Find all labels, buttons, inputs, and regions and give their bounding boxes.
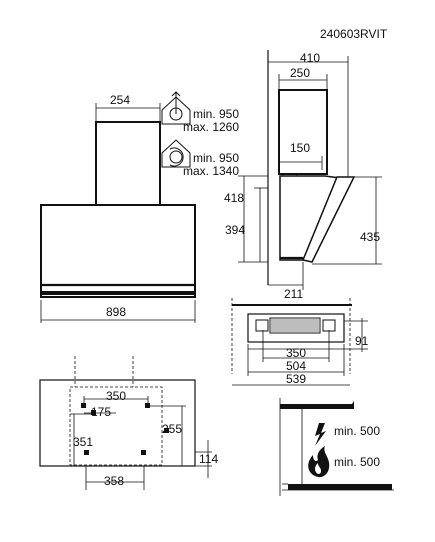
fixing-hood-outline	[39, 379, 196, 467]
front-view: 254 898	[40, 93, 196, 323]
dim-outlet-offset: 150	[290, 141, 310, 155]
extraction-max: max. 1260	[183, 120, 239, 134]
clearance-gas: min. 500	[334, 455, 380, 469]
clearance-hood	[280, 401, 354, 409]
gas-hob-icon	[308, 446, 330, 478]
dim-h-394: 394	[225, 223, 245, 237]
top-view-bracket-left	[255, 319, 269, 332]
side-view: 410 250 150 89 418 394 435	[224, 50, 382, 301]
dim-h-418: 418	[224, 191, 244, 205]
dim-bottom-depth: 211	[284, 287, 303, 301]
dim-top-91: 91	[355, 334, 369, 348]
dim-top-350: 350	[286, 346, 306, 360]
dim-fix-255: 255	[162, 422, 182, 436]
wall-fixing-view: 350 175 255 351 114 358	[39, 356, 218, 490]
recirculation-max: max. 1340	[183, 164, 239, 178]
top-view-bracket-right	[322, 319, 336, 332]
dim-hood-width: 898	[106, 305, 126, 319]
dim-total-depth: 410	[300, 51, 320, 65]
dim-h-435: 435	[360, 230, 380, 244]
side-glass-panel	[301, 176, 356, 263]
extraction-min: min. 950	[193, 107, 239, 121]
chimney	[95, 121, 161, 207]
clearance-hob	[288, 484, 392, 490]
dim-chimney-depth: 250	[290, 66, 310, 80]
hood-body	[40, 204, 196, 298]
dim-fix-358: 358	[104, 474, 124, 488]
top-view: 91 350 504 539	[231, 298, 369, 386]
dim-fix-350: 350	[106, 389, 126, 403]
doc-code: 240603RVIT	[320, 27, 388, 41]
dim-top-504: 504	[286, 359, 306, 373]
chimney-height-info: min. 950 max. 1260 min. 950 max. 1340	[161, 91, 239, 178]
side-chimney	[278, 89, 328, 175]
electric-hob-icon	[315, 423, 326, 446]
dim-top-539: 539	[286, 372, 306, 386]
extraction-house-icon	[161, 91, 191, 125]
clearance-view: min. 500 min. 500	[279, 398, 394, 496]
recirculation-min: min. 950	[193, 151, 239, 165]
dim-fix-114: 114	[199, 452, 218, 466]
dim-fix-351: 351	[73, 435, 93, 449]
dim-chimney-width: 254	[110, 93, 130, 107]
clearance-electric: min. 500	[334, 424, 380, 438]
dim-fix-175: 175	[91, 405, 111, 419]
fixing-chimney-outline	[69, 386, 163, 466]
recirculation-house-icon	[161, 139, 191, 168]
